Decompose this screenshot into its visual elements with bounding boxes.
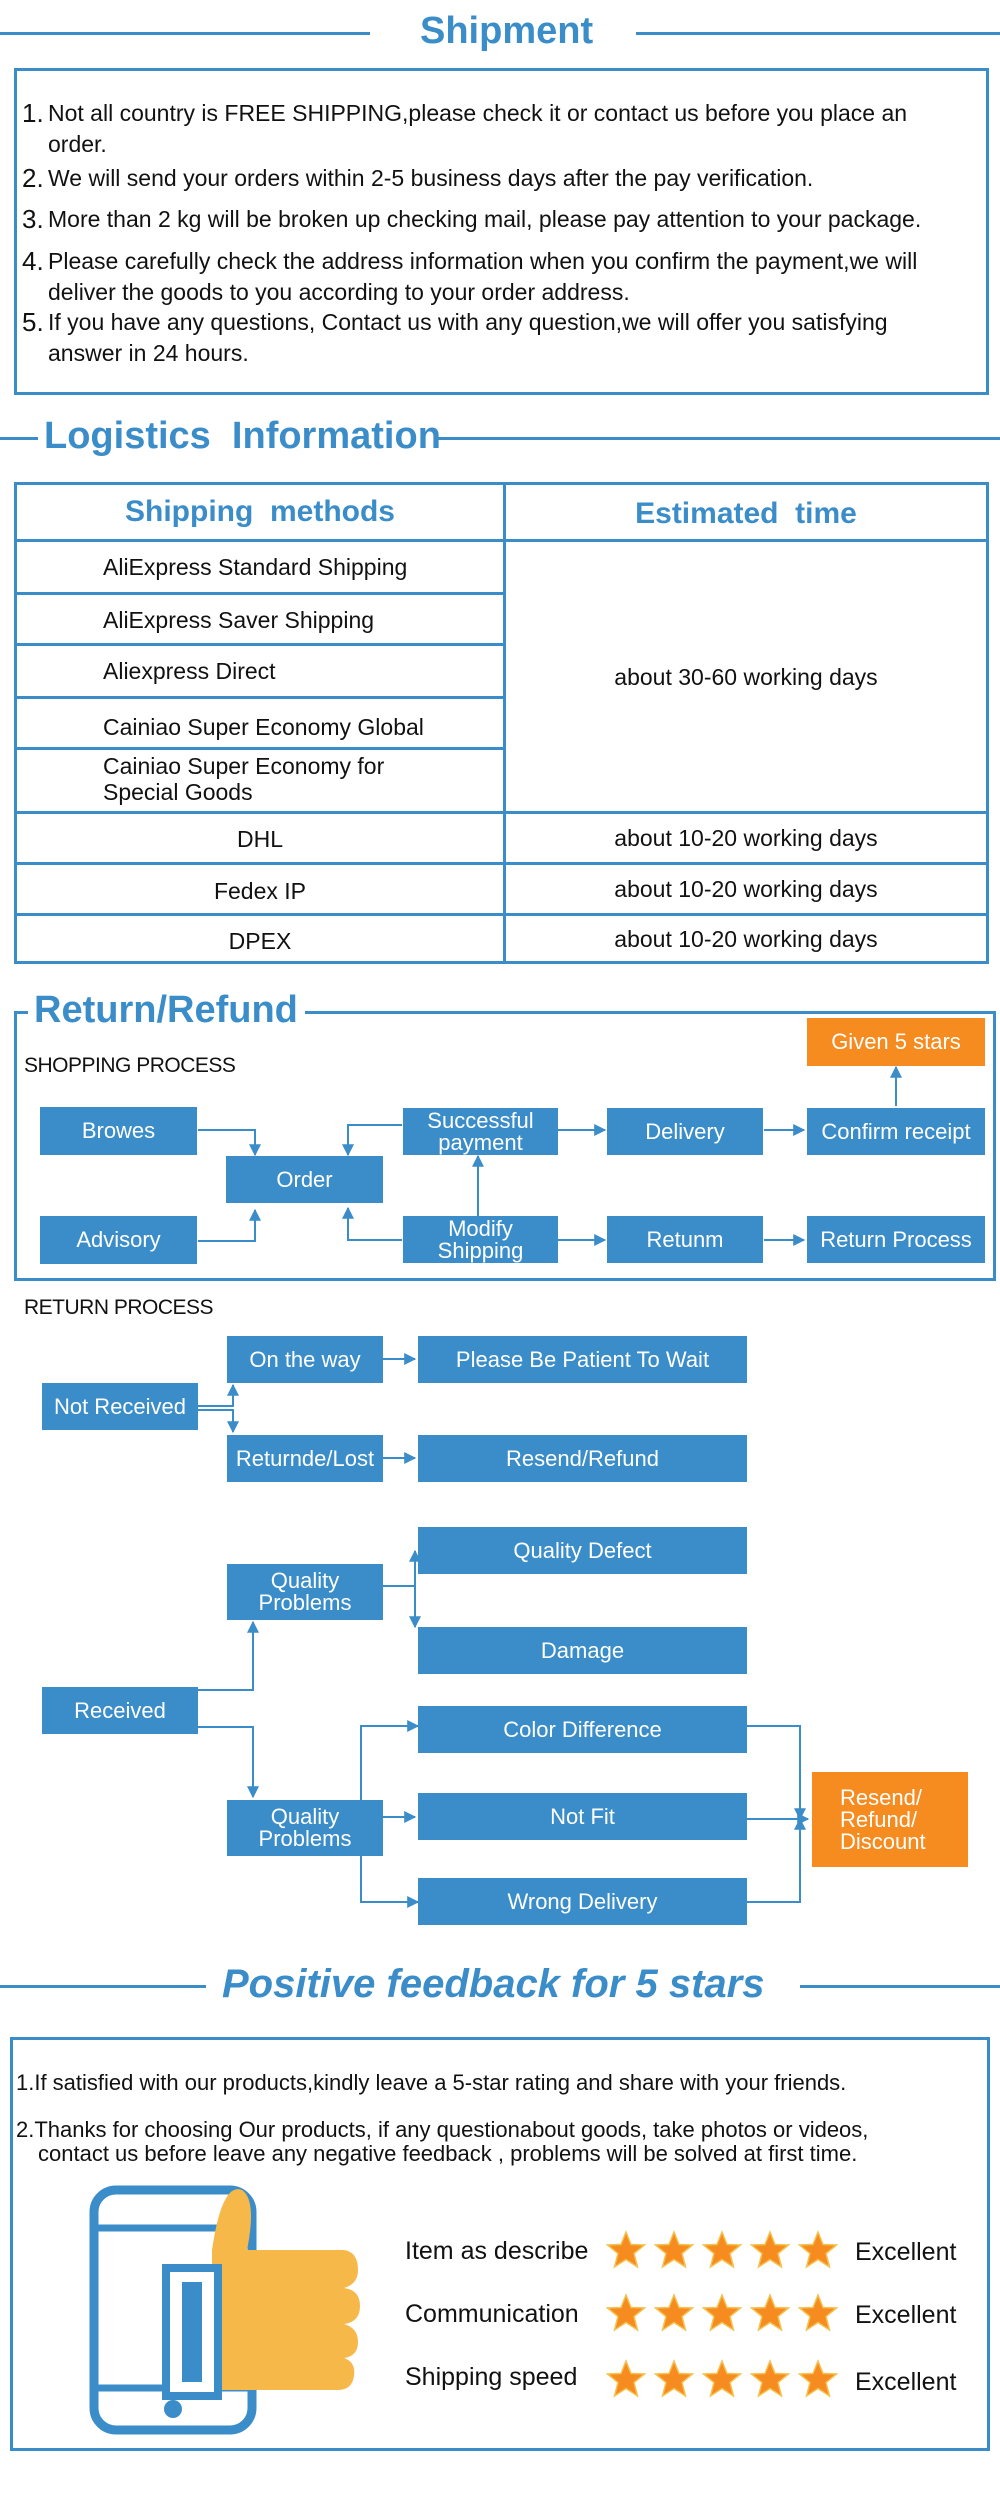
- method-row-line2: Special Goods: [103, 778, 253, 805]
- phone-thumbs-up-icon: [89, 2185, 360, 2435]
- advisory-box: Advisory: [40, 1216, 197, 1264]
- patient-box: Please Be Patient To Wait: [418, 1336, 747, 1383]
- star-icon: [702, 2359, 742, 2398]
- successful-payment-box: Successful payment: [403, 1108, 558, 1155]
- star-icon: [654, 2293, 694, 2332]
- star-icon: [702, 2293, 742, 2332]
- time-fedex: about 10-20 working days: [614, 875, 878, 902]
- row-line: [17, 643, 503, 646]
- method-dpex: DPEX: [228, 927, 292, 954]
- resend-refund-box: Resend/Refund: [418, 1435, 747, 1482]
- star-icon: [798, 2359, 838, 2398]
- method-row-line1: Cainiao Super Economy for: [103, 752, 385, 779]
- received-box: Received: [42, 1687, 198, 1734]
- star-icon: [654, 2230, 694, 2269]
- stars-communication: [606, 2293, 838, 2333]
- shipment-box: [14, 68, 989, 395]
- star-icon: [750, 2293, 790, 2332]
- return-process-label: RETURN PROCESS: [24, 1296, 214, 1319]
- feedback-box: [10, 2037, 990, 2451]
- refund-title: Return/Refund: [34, 989, 298, 1031]
- stars-shipping: [606, 2359, 838, 2399]
- shopping-process-label: SHOPPING PROCESS: [24, 1054, 236, 1077]
- shipment-title: Shipment: [420, 10, 594, 52]
- method-row: Cainiao Super Economy Global: [103, 713, 424, 740]
- confirm-receipt-box: Confirm receipt: [807, 1108, 985, 1155]
- star-icon: [702, 2230, 742, 2269]
- delivery-box: Delivery: [607, 1108, 763, 1155]
- damage-box: Damage: [418, 1627, 747, 1674]
- row-line: [17, 747, 503, 750]
- row-line: [17, 862, 986, 865]
- logistics-rule-right: [438, 437, 1000, 440]
- star-icon: [654, 2359, 694, 2398]
- on-the-way-box: On the way: [227, 1336, 383, 1383]
- star-icon: [606, 2230, 646, 2269]
- feedback-line-1: 1.If satisfied with our products,kindly …: [16, 2070, 847, 2095]
- stars-item: [606, 2230, 838, 2270]
- color-difference-box: Color Difference: [418, 1706, 747, 1753]
- not-received-box: Not Received: [42, 1383, 198, 1430]
- star-icon: [750, 2359, 790, 2398]
- time-dhl: about 10-20 working days: [614, 824, 878, 851]
- group-time: about 30-60 working days: [614, 663, 878, 690]
- returnde-lost-box: Returnde/Lost: [227, 1435, 383, 1482]
- star-icon: [606, 2359, 646, 2398]
- feedback-line-2: 2.Thanks for choosing Our products, if a…: [16, 2117, 869, 2142]
- order-box: Order: [226, 1156, 383, 1203]
- logistics-title: Logistics Information: [44, 415, 441, 457]
- logistics-rule-left: [0, 437, 38, 440]
- row-line: [17, 592, 503, 595]
- retunm-box: Retunm: [607, 1216, 763, 1263]
- method-dhl: DHL: [236, 825, 283, 852]
- star-icon: [606, 2293, 646, 2332]
- not-fit-box: Not Fit: [418, 1793, 747, 1840]
- row-line: [17, 539, 986, 542]
- modify-shipping-box: Modify Shipping: [403, 1216, 558, 1263]
- time-dpex: about 10-20 working days: [614, 925, 878, 952]
- wrong-delivery-box: Wrong Delivery: [418, 1878, 747, 1925]
- method-row: AliExpress Saver Shipping: [103, 606, 375, 633]
- table-divider: [503, 485, 506, 961]
- flow-arrows: [198, 1065, 902, 1908]
- shipment-rule-right: [636, 32, 1000, 35]
- rating-value-shipping: Excellent: [855, 2368, 957, 2396]
- row-line: [17, 696, 503, 699]
- shipment-rule-left: [0, 32, 370, 35]
- method-fedex: Fedex IP: [213, 877, 307, 904]
- row-line: [17, 811, 986, 814]
- resend-refund-discount-box: Resend/ Refund/ Discount: [812, 1772, 968, 1867]
- feedback-rule-left: [0, 1985, 206, 1988]
- star-icon: [798, 2293, 838, 2332]
- given-5-stars-box: Given 5 stars: [807, 1018, 985, 1066]
- feedback-title: Positive feedback for 5 stars: [222, 1962, 765, 2006]
- shopping-process-box: [14, 1011, 996, 1281]
- logistics-table: Shipping methods Estimated time AliExpre…: [14, 482, 989, 964]
- method-row: AliExpress Standard Shipping: [103, 553, 408, 580]
- quality-defect-box: Quality Defect: [418, 1527, 747, 1574]
- rating-value-communication: Excellent: [855, 2301, 957, 2329]
- return-process-box: Return Process: [807, 1216, 985, 1263]
- feedback-line-3: contact us before leave any negative fee…: [38, 2141, 858, 2166]
- method-row: Aliexpress Direct: [103, 657, 276, 684]
- star-icon: [798, 2230, 838, 2269]
- row-line: [17, 913, 986, 916]
- star-icon: [750, 2230, 790, 2269]
- rating-value-item: Excellent: [855, 2238, 957, 2266]
- header-estimated-time: Estimated time: [635, 497, 857, 530]
- quality-problems-box-2: Quality Problems: [227, 1800, 383, 1856]
- header-shipping-methods: Shipping methods: [125, 495, 395, 528]
- refund-rule-left: [14, 1011, 28, 1014]
- rating-label-item: Item as describe: [405, 2237, 589, 2265]
- feedback-rule-right: [800, 1985, 1000, 1988]
- refund-rule-right: [305, 1011, 995, 1014]
- browes-box: Browes: [40, 1107, 197, 1155]
- rating-label-shipping: Shipping speed: [405, 2363, 578, 2391]
- quality-problems-box-1: Quality Problems: [227, 1564, 383, 1620]
- rating-label-communication: Communication: [405, 2300, 579, 2328]
